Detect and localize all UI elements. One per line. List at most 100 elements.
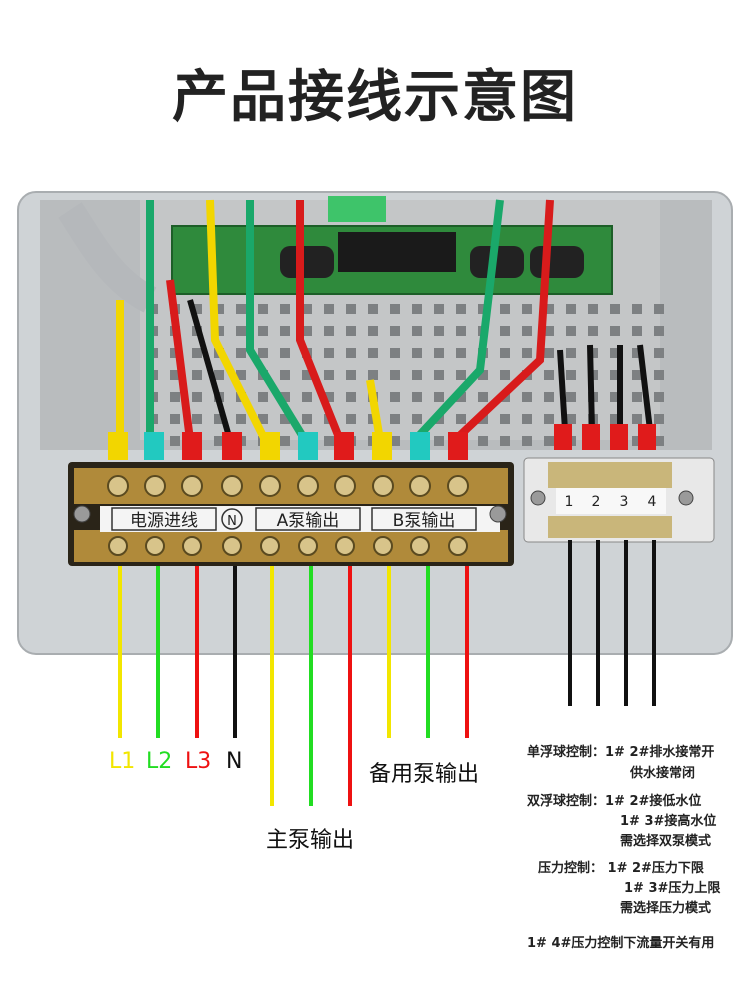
panel-hole [456,414,466,424]
panel-hole [236,370,246,380]
panel-hole [522,392,532,402]
panel-hole [280,348,290,358]
panel-hole [258,326,268,336]
panel-hole [236,304,246,314]
panel-hole [566,326,576,336]
ferrite-ring [470,246,524,278]
panel-hole [390,392,400,402]
panel-hole [522,436,532,446]
panel-hole [434,370,444,380]
panel-hole [478,304,488,314]
panel-hole [500,326,510,336]
panel-hole [544,370,554,380]
panel-hole [192,392,202,402]
panel-hole [610,348,620,358]
panel-hole [412,370,422,380]
panel-hole [632,392,642,402]
panel-hole [456,392,466,402]
panel-hole [302,392,312,402]
panel-hole [324,326,334,336]
note-single-float-1: 单浮球控制：1# 2#排水接常开 [527,745,715,760]
note-flow: 1# 4#压力控制下流量开关有用 [527,936,715,951]
note-double-float-3: 需选择双泵模式 [620,834,712,849]
panel-hole [632,436,642,446]
panel-hole [346,414,356,424]
panel-hole [566,304,576,314]
connector-block [328,196,386,222]
ribbon-cable [58,202,157,313]
panel-hole [390,348,400,358]
panel-hole [280,414,290,424]
panel-hole [214,436,224,446]
note-pressure-1: 压力控制： 1# 2#压力下限 [538,861,704,876]
panel-hole [522,348,532,358]
panel-hole [214,304,224,314]
panel-hole [522,414,532,424]
panel-hole [324,370,334,380]
panel-hole [412,304,422,314]
panel-hole [170,436,180,446]
panel-hole [390,326,400,336]
label-l3: L3 [185,749,212,774]
panel-hole [500,348,510,358]
label-l2: L2 [146,749,173,774]
panel-hole [566,370,576,380]
panel-hole [170,392,180,402]
panel-hole [280,436,290,446]
note-double-float-2: 1# 3#接高水位 [620,814,717,829]
note-pressure-2: 1# 3#压力上限 [624,881,721,896]
panel-hole [610,414,620,424]
panel-hole [214,414,224,424]
panel-hole [588,326,598,336]
panel-hole [390,436,400,446]
screw-terminals [107,475,469,556]
panel-hole [544,436,554,446]
panel-hole [214,370,224,380]
panel-hole [170,414,180,424]
panel-hole [258,414,268,424]
panel-hole [280,392,290,402]
panel-hole [236,348,246,358]
panel-hole [544,392,554,402]
panel-hole [170,370,180,380]
panel-hole [346,304,356,314]
panel-hole [280,326,290,336]
panel-hole [544,326,554,336]
panel-hole [258,304,268,314]
panel-hole [170,348,180,358]
panel-hole [654,392,664,402]
panel-hole [610,370,620,380]
panel-hole [610,392,620,402]
terminal-block-top [338,232,456,272]
panel-hole [324,392,334,402]
panel-hole [412,392,422,402]
panel-hole [434,326,444,336]
panel-hole [434,436,444,446]
panel-hole [302,326,312,336]
panel-hole [478,436,488,446]
label-main-pump: 主泵输出 [266,828,355,853]
panel-hole [192,370,202,380]
panel-hole [302,304,312,314]
aux-label-2: 2 [592,494,601,510]
label-l1: L1 [109,749,136,774]
panel-hole [566,414,576,424]
note-double-float-1: 双浮球控制：1# 2#接低水位 [527,794,702,809]
label-neutral: N [227,514,237,529]
panel-hole [324,348,334,358]
note-pressure-3: 需选择压力模式 [620,901,712,916]
panel-hole [478,392,488,402]
panel-hole [544,304,554,314]
panel-hole [390,414,400,424]
ferrules [108,424,656,460]
panel-hole [390,304,400,314]
panel-hole [500,436,510,446]
panel-hole [478,370,488,380]
panel-hole [346,326,356,336]
panel-hole [280,370,290,380]
panel-hole [544,414,554,424]
aux-label-3: 3 [620,494,629,510]
panel-hole [368,304,378,314]
panel-hole [324,304,334,314]
